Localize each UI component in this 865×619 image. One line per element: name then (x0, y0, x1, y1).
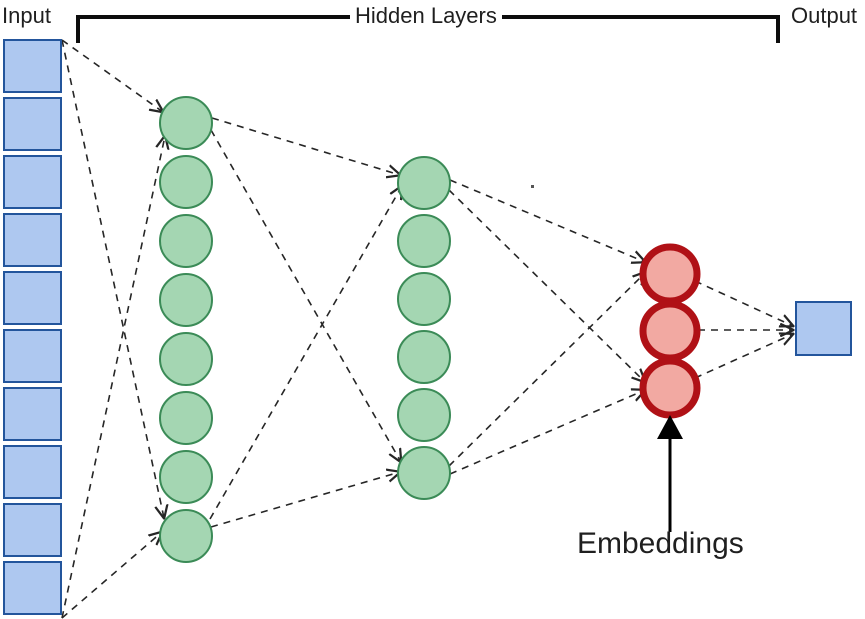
layer-nodes (3, 39, 852, 615)
input-node-3[interactable] (3, 155, 62, 209)
input-node-6[interactable] (3, 329, 62, 383)
hidden-layer-2-node-3[interactable] (397, 272, 451, 326)
connector-hidden1-top-to-hidden2-top (211, 117, 400, 175)
connector-hidden2-top-to-embedding-top (449, 179, 645, 262)
output-node[interactable] (795, 301, 852, 356)
embedding-node-3[interactable] (639, 357, 701, 419)
hidden-layer-1-node-5[interactable] (159, 332, 213, 386)
hidden-layer-1-node-7[interactable] (159, 450, 213, 504)
connector-hidden1-bottom-to-hidden2-bottom (210, 472, 400, 528)
hidden-layer-1-node-1[interactable] (159, 96, 213, 150)
connector-input-top-to-hidden1-bottom (61, 39, 164, 518)
connector-hidden2-top-to-embedding-bottom (448, 189, 645, 382)
embedding-node-2[interactable] (639, 300, 701, 362)
stray-mark (531, 185, 534, 188)
hidden-layer-1-node-8[interactable] (159, 509, 213, 563)
hidden-layer-2-node-4[interactable] (397, 330, 451, 384)
connector-hidden1-top-to-hidden2-bottom (210, 129, 401, 462)
hidden-layers-label: Hidden Layers (350, 5, 502, 27)
hidden-layer-2-node-1[interactable] (397, 156, 451, 210)
connector-hidden1-bottom-to-hidden2-top (209, 186, 402, 520)
hidden-layer-2-node-2[interactable] (397, 214, 451, 268)
hidden-layer-1-node-3[interactable] (159, 214, 213, 268)
output-label: Output (791, 3, 858, 28)
connector-hidden2-bottom-to-embedding-bottom (449, 390, 645, 475)
embedding-node-1[interactable] (639, 243, 701, 305)
hidden-layer-1-node-4[interactable] (159, 273, 213, 327)
connector-input-bottom-to-hidden1-bottom (61, 532, 162, 619)
connector-input-top-to-hidden1-top (61, 39, 163, 112)
input-node-8[interactable] (3, 445, 62, 499)
embeddings-label: Embeddings (577, 527, 744, 560)
hidden-layer-2-node-6[interactable] (397, 446, 451, 500)
hidden-layer-2-node-5[interactable] (397, 388, 451, 442)
input-node-5[interactable] (3, 271, 62, 325)
hidden-layer-1-node-6[interactable] (159, 391, 213, 445)
connector-hidden2-bottom-to-embedding-top (448, 272, 646, 467)
annotation-arrow-head (657, 415, 683, 439)
connector-input-bottom-to-hidden1-top (61, 136, 165, 619)
connector-embedding-top-to-output (694, 280, 793, 326)
artifact-dot (531, 185, 534, 188)
connector-embedding-bottom-to-output (694, 334, 793, 379)
connector-edges (61, 39, 793, 619)
input-node-10[interactable] (3, 561, 62, 615)
input-node-4[interactable] (3, 213, 62, 267)
input-node-9[interactable] (3, 503, 62, 557)
hidden-layer-1-node-2[interactable] (159, 155, 213, 209)
input-node-7[interactable] (3, 387, 62, 441)
embeddings-pointer-arrow (657, 415, 683, 532)
input-label: Input (2, 3, 51, 28)
input-node-2[interactable] (3, 97, 62, 151)
input-node-1[interactable] (3, 39, 62, 93)
